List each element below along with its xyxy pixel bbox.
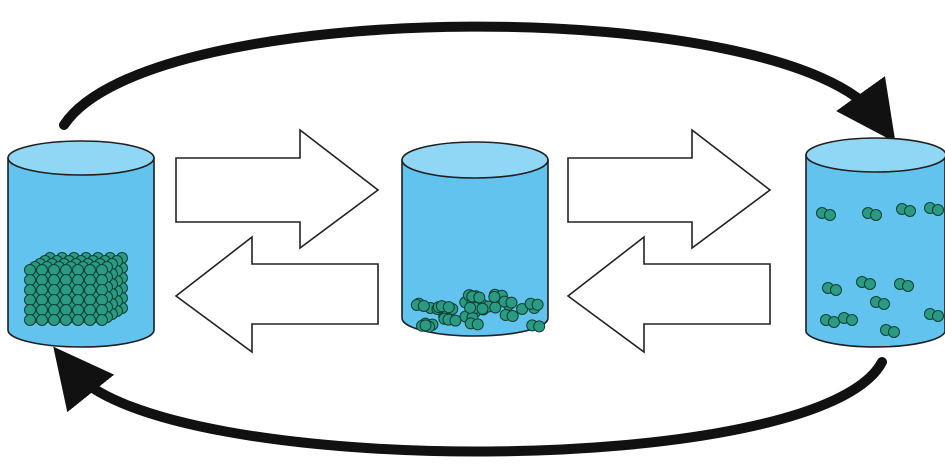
particle bbox=[464, 301, 477, 314]
particle bbox=[36, 304, 48, 316]
particle bbox=[36, 284, 48, 296]
particle bbox=[449, 314, 462, 327]
particle bbox=[36, 264, 48, 276]
particle bbox=[419, 319, 432, 332]
particle bbox=[24, 304, 36, 316]
bottom-cycle-arrow bbox=[53, 346, 887, 457]
particle bbox=[442, 301, 455, 314]
particle bbox=[96, 284, 108, 296]
particle bbox=[96, 304, 108, 316]
liquid-particle-cluster bbox=[410, 288, 546, 333]
block-arrow-middle-to-left bbox=[174, 235, 379, 354]
particle bbox=[533, 320, 546, 333]
particle bbox=[24, 314, 36, 326]
particle bbox=[72, 274, 84, 286]
particle bbox=[96, 274, 108, 286]
particle bbox=[904, 205, 916, 217]
particle bbox=[932, 310, 944, 322]
particle bbox=[488, 290, 501, 303]
particle bbox=[84, 314, 96, 326]
particle bbox=[531, 298, 544, 311]
particle bbox=[72, 294, 84, 306]
particle bbox=[48, 284, 60, 296]
particle bbox=[60, 294, 72, 306]
particle bbox=[60, 304, 72, 316]
particle bbox=[870, 209, 882, 221]
particle bbox=[96, 314, 108, 326]
particle bbox=[60, 284, 72, 296]
particle bbox=[84, 294, 96, 306]
particle bbox=[72, 264, 84, 276]
top-cycle-arrow bbox=[59, 21, 896, 143]
block-arrow-middle-to-right bbox=[567, 128, 772, 250]
particle bbox=[36, 314, 48, 326]
particle bbox=[72, 284, 84, 296]
dispersed-particles bbox=[816, 202, 944, 338]
particle bbox=[48, 314, 60, 326]
particle bbox=[84, 304, 96, 316]
middle-container bbox=[401, 141, 549, 337]
particle bbox=[824, 209, 836, 221]
particle bbox=[48, 304, 60, 316]
particle bbox=[878, 298, 890, 310]
particle bbox=[84, 284, 96, 296]
particle bbox=[48, 294, 60, 306]
particle bbox=[516, 302, 529, 315]
particle bbox=[72, 304, 84, 316]
particle bbox=[60, 264, 72, 276]
block-arrow-right-to-middle bbox=[566, 235, 771, 354]
particle bbox=[471, 318, 484, 331]
particle bbox=[36, 274, 48, 286]
particle bbox=[864, 278, 876, 290]
particle bbox=[24, 274, 36, 286]
particle bbox=[932, 204, 944, 216]
particle bbox=[417, 299, 430, 312]
particle bbox=[60, 314, 72, 326]
particle bbox=[24, 284, 36, 296]
particle bbox=[48, 274, 60, 286]
particle bbox=[473, 291, 486, 304]
particle bbox=[506, 310, 519, 323]
particle bbox=[830, 284, 842, 296]
particle bbox=[96, 264, 108, 276]
particle bbox=[60, 274, 72, 286]
particle bbox=[84, 264, 96, 276]
left-container bbox=[7, 140, 155, 348]
block-arrow-left-to-middle bbox=[175, 128, 380, 250]
particle bbox=[828, 316, 840, 328]
particle bbox=[96, 294, 108, 306]
particle bbox=[24, 264, 36, 276]
particle bbox=[846, 314, 858, 326]
right-container bbox=[805, 137, 945, 348]
particle bbox=[48, 264, 60, 276]
particle bbox=[888, 326, 900, 338]
particle bbox=[24, 294, 36, 306]
particle bbox=[476, 302, 489, 315]
particle bbox=[902, 280, 914, 292]
solid-particle-lattice bbox=[24, 252, 128, 326]
particle bbox=[505, 296, 518, 309]
particle bbox=[36, 294, 48, 306]
particle bbox=[72, 314, 84, 326]
particle bbox=[84, 274, 96, 286]
